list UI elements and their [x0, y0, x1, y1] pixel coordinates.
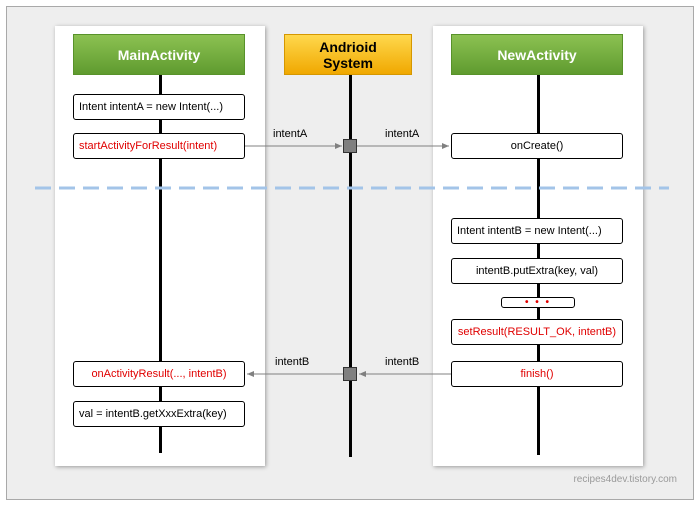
new-activity-title: NewActivity: [497, 46, 577, 63]
system-connector-intent-b: [343, 367, 357, 381]
main-activity-lifeline: [159, 57, 162, 453]
label-intent-b-to-system: intentB: [385, 356, 420, 368]
on-activity-result-step: onActivityResult(..., intentB): [73, 361, 245, 387]
new-activity-lifeline: [537, 57, 540, 455]
android-system-title-line1: Andrioid: [319, 38, 377, 55]
get-extra-step: val = intentB.getXxxExtra(key): [73, 401, 245, 427]
main-activity-title: MainActivity: [117, 46, 201, 63]
android-system-header: Andrioid System: [284, 34, 412, 75]
finish-step: finish(): [451, 361, 623, 387]
label-intent-b-to-main: intentB: [275, 356, 310, 368]
main-activity-header: MainActivity: [73, 34, 245, 75]
create-intent-b-step: Intent intentB = new Intent(...): [451, 218, 623, 244]
watermark-credit: recipes4dev.tistory.com: [573, 474, 677, 485]
create-intent-a-step: Intent intentA = new Intent(...): [73, 94, 245, 120]
start-activity-for-result-step: startActivityForResult(intent): [73, 133, 245, 159]
put-extra-step: intentB.putExtra(key, val): [451, 258, 623, 284]
label-intent-a-to-new: intentA: [385, 128, 420, 140]
on-create-step: onCreate(): [451, 133, 623, 159]
ellipsis-dots: • • •: [524, 296, 552, 308]
label-intent-a-to-system: intentA: [273, 128, 308, 140]
connector-layer: [35, 143, 669, 377]
ellipsis-step: • • •: [501, 297, 575, 308]
android-system-title-line2: System: [323, 54, 373, 71]
set-result-step: setResult(RESULT_OK, intentB): [451, 319, 623, 345]
diagram-frame: MainActivity Andrioid System NewActivity…: [6, 6, 694, 500]
system-lifeline: [349, 71, 352, 457]
new-activity-header: NewActivity: [451, 34, 623, 75]
system-connector-intent-a: [343, 139, 357, 153]
